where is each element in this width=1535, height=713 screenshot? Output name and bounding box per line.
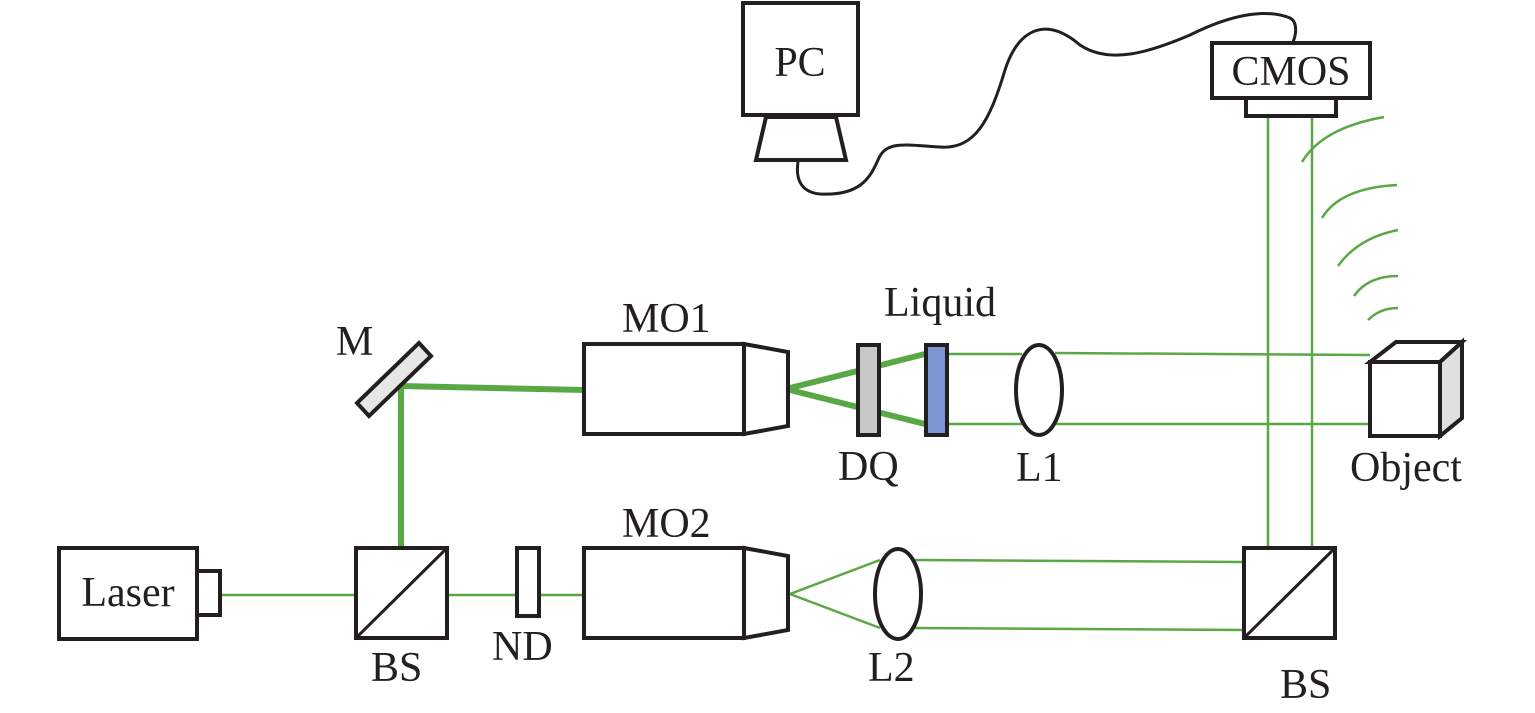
cmos-body xyxy=(1210,41,1372,100)
mo1-tip xyxy=(742,341,790,437)
laser-body xyxy=(57,546,199,641)
mo2-body xyxy=(582,546,746,640)
wavefront-arc-5 xyxy=(1367,306,1399,321)
mo1-body xyxy=(582,342,746,436)
mirror-m: M xyxy=(336,319,434,419)
mo1-label: MO1 xyxy=(622,296,711,342)
dq-plate xyxy=(856,343,881,437)
beam-mo2-divergent xyxy=(786,558,881,630)
lens-l2-label: L2 xyxy=(868,645,915,691)
dq-element: DQ xyxy=(838,343,899,490)
wavefront-arc-4 xyxy=(1352,274,1399,297)
nd-filter: ND xyxy=(492,546,553,670)
laser-source: Laser xyxy=(57,546,222,641)
laser-aperture xyxy=(195,569,222,617)
beam-mo1-divergent xyxy=(785,351,926,427)
liquid-cell: Liquid xyxy=(884,280,996,437)
laser-label: Laser xyxy=(81,570,174,616)
mo2-tip xyxy=(742,545,790,641)
object-cube: Object xyxy=(1350,337,1468,491)
beam-l2-to-bs-bottom xyxy=(914,626,1245,632)
bs-right-diagonal xyxy=(1242,546,1337,640)
microscope-objective-1: MO1 xyxy=(582,296,790,437)
nd-label: ND xyxy=(492,624,553,670)
lens-l2: L2 xyxy=(868,547,923,691)
object-front xyxy=(1368,360,1442,438)
nd-plate xyxy=(515,546,541,618)
beam-l1-to-object-top xyxy=(1054,351,1371,357)
pc-label: PC xyxy=(774,40,825,86)
beam-mirror-to-mo1 xyxy=(400,383,586,393)
beam-splitter-left: BS xyxy=(354,546,449,691)
lens-l2-shape xyxy=(873,547,923,641)
object-label: Object xyxy=(1350,445,1462,491)
bs-left-label: BS xyxy=(371,645,422,691)
lens-l1-label: L1 xyxy=(1016,445,1063,491)
beam-l2-to-bs-top xyxy=(914,558,1245,564)
pc-cmos-cable xyxy=(795,12,1298,196)
pc-computer: PC xyxy=(741,1,860,162)
dq-label: DQ xyxy=(838,444,899,490)
mo2-label: MO2 xyxy=(622,501,711,547)
bs-left-diagonal xyxy=(354,546,449,640)
pc-stand xyxy=(753,115,849,162)
lens-l1-shape xyxy=(1014,343,1064,437)
wavefront-arc-1 xyxy=(1300,115,1385,163)
mirror-label: M xyxy=(336,319,373,365)
microscope-objective-2: MO2 xyxy=(582,501,790,641)
mirror-plate xyxy=(354,340,434,419)
wavefront-arc-2 xyxy=(1320,183,1398,219)
bs-right-label: BS xyxy=(1280,662,1331,708)
beam-splitter-right: BS xyxy=(1242,546,1337,708)
cmos-mount xyxy=(1244,96,1338,118)
liquid-plate xyxy=(924,343,949,437)
cmos-label: CMOS xyxy=(1231,49,1350,95)
liquid-label: Liquid xyxy=(884,280,996,326)
wavefront-arc-3 xyxy=(1336,228,1399,267)
lens-l1: L1 xyxy=(1014,343,1064,491)
cmos-camera: CMOS xyxy=(1210,41,1372,118)
